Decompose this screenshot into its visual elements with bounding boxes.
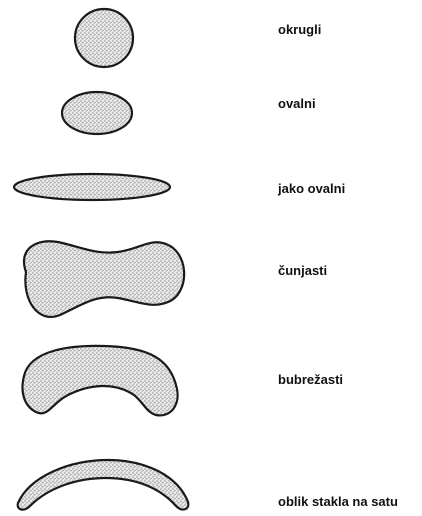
watch-glass-shape — [18, 460, 189, 510]
label-kidney: bubrežasti — [278, 372, 343, 388]
very-oval-shape — [14, 174, 170, 200]
label-oval: ovalni — [278, 96, 316, 112]
label-bone: čunjasti — [278, 263, 327, 279]
round-shape — [75, 9, 133, 67]
kidney-shape — [23, 346, 178, 416]
label-round: okrugli — [278, 22, 321, 38]
oval-shape — [62, 92, 132, 134]
bone-shape — [24, 241, 184, 317]
label-very-oval: jako ovalni — [278, 181, 345, 197]
label-watch-glass: oblik stakla na satu — [278, 494, 398, 510]
